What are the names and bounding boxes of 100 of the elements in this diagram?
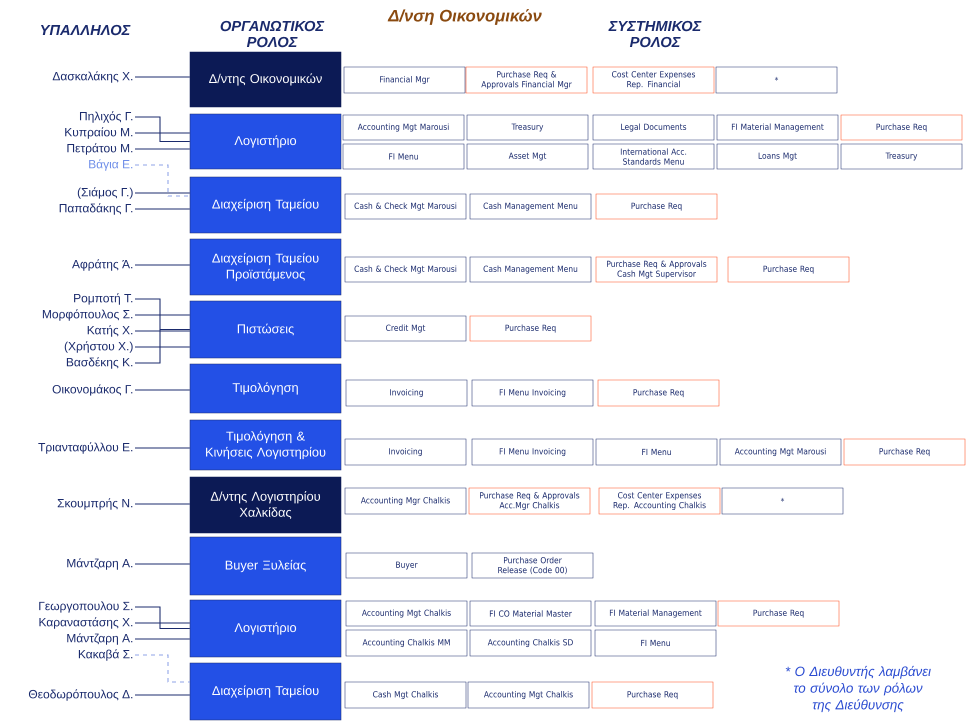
column-header: ΥΠΑΛΛΗΛΟΣ (40, 24, 131, 36)
connector-line (135, 563, 190, 565)
person-name: Τριανταφύλλου Ε. (38, 442, 132, 454)
system-role-box: * (716, 66, 838, 94)
system-role-box: Cost Center Expenses Rep. Financial (592, 66, 714, 94)
connector-line (135, 654, 190, 683)
person-name: Πετράτου Μ. (67, 143, 132, 155)
person-name: Πηλιχός Γ. (80, 111, 132, 123)
system-role-box: FI CO Material Master (470, 600, 592, 626)
person-name: (Σιάμος Γ.) (78, 187, 133, 199)
system-role-box: Credit Mgt (344, 316, 466, 342)
system-role-box: Accounting Mgt Marousi (720, 438, 842, 466)
system-role-box: Cash & Check Mgt Marousi (344, 194, 466, 220)
person-name: Οικονομάκος Γ. (52, 384, 132, 396)
system-role-box: FI Menu (342, 144, 464, 170)
system-role-box: FI Menu (596, 438, 718, 466)
system-role-box: Purchase Req & Approvals Financial Mgr (466, 66, 588, 94)
system-role-box: FI Material Management (716, 114, 838, 140)
system-role-box: Purchase Req (592, 682, 714, 708)
connector-line (135, 148, 190, 150)
person-name: Κατής Χ. (88, 325, 132, 337)
person-name: Κακαβά Σ. (78, 649, 132, 661)
system-role-box: FI Menu Invoicing (472, 380, 594, 406)
system-role-box: Purchase Req & Approvals Acc.Mgr Chalkis (468, 488, 590, 514)
system-role-box: Treasury (466, 114, 588, 140)
system-role-box: Accounting Chalkis SD (470, 630, 592, 656)
person-name: Γεωργοπουλου Σ. (39, 601, 132, 613)
connector-line (135, 314, 190, 316)
title: Δ/νση Οικονομικών (388, 9, 542, 25)
system-role-box: Financial Mgr (344, 66, 466, 94)
connector-line (135, 208, 190, 210)
connector-line (135, 606, 190, 630)
system-role-box: * (722, 488, 844, 514)
system-role-box: Invoicing (346, 380, 468, 406)
person-name: Μάντζαρη Α. (67, 558, 132, 570)
system-role-box: Purchase Order Release (Code 00) (472, 552, 594, 578)
system-role-box: Loans Mgt (716, 144, 838, 170)
column-header: ΟΡΓΑΝΩΤΙΚΟΣ ΡΟΛΟΣ (220, 20, 324, 48)
system-role-box: Treasury (840, 144, 962, 170)
connector-line (135, 638, 190, 640)
column-header: ΣΥΣΤΗΜΙΚΟΣ ΡΟΛΟΣ (608, 20, 702, 48)
system-role-box: Cost Center Expenses Rep. Accounting Chalkis (598, 488, 720, 514)
system-role-box: Purchase Req (728, 256, 850, 282)
role-box: Λογιστήριο (190, 114, 342, 170)
system-role-box: Accounting Mgt Chalkis (468, 682, 590, 708)
connector-line (135, 330, 190, 332)
connector-line (135, 164, 190, 197)
system-role-box: Buyer (346, 552, 468, 578)
system-role-box: Legal Documents (592, 114, 714, 140)
person-name: Καραναστάσης Χ. (39, 617, 132, 629)
role-box: Δ/ντης Οικονομικών (190, 52, 342, 108)
person-name: Κυπραίου Μ. (65, 127, 132, 139)
system-role-box: Cash Management Menu (470, 194, 592, 220)
system-role-box: Purchase Req (844, 438, 966, 466)
system-role-box: Purchase Req (596, 194, 718, 220)
connector-line (135, 694, 190, 696)
person-name: Βάγια Ε. (89, 159, 132, 171)
connector-line (135, 76, 190, 78)
footnote: * Ο Διευθυντής λαμβάνει το σύνολο των ρόλων της Διεύθυνσης (786, 666, 931, 712)
system-role-box: Asset Mgt (466, 144, 588, 170)
role-box: Δ/ντης Λογιστηρίου Χαλκίδας (190, 476, 342, 534)
system-role-box: Accounting Chalkis MM (346, 630, 468, 656)
connector-line (135, 192, 190, 194)
connector-line (135, 264, 190, 266)
person-name: Βασδέκης Κ. (66, 357, 132, 369)
person-name: Σκουμπρής Ν. (58, 498, 132, 510)
person-name: Παπαδάκης Γ. (60, 203, 132, 215)
person-name: (Χρήστου Χ.) (64, 341, 133, 353)
system-role-box: Accounting Mgr Chalkis (344, 488, 466, 514)
system-role-box: Purchase Req (470, 316, 592, 342)
system-role-box: Cash Management Menu (470, 256, 592, 282)
system-role-box: Purchase Req (718, 600, 840, 626)
role-box: Buyer Ξυλείας (190, 536, 342, 596)
role-box: Τιμολόγηση (190, 364, 342, 414)
connector-line (135, 346, 190, 348)
person-name: Μάντζαρη Α. (67, 633, 132, 645)
person-name: Ρομποτή Τ. (74, 293, 132, 305)
role-box: Λογιστήριο (190, 600, 342, 658)
role-box: Διαχείριση Ταμείου Προϊστάμενος (190, 238, 342, 296)
system-role-box: Cash & Check Mgt Marousi (344, 256, 466, 282)
system-role-box: Purchase Req (840, 114, 962, 140)
role-box: Πιστώσεις (190, 300, 342, 358)
system-role-box: FI Material Management (594, 600, 716, 626)
system-role-box: Invoicing (344, 438, 466, 466)
connector-line (135, 622, 190, 624)
connector-line (135, 389, 190, 391)
role-box: Διαχείριση Ταμείου (190, 176, 342, 234)
connector-line (135, 503, 190, 505)
system-role-box: Purchase Req & Approvals Cash Mgt Supervisor (596, 256, 718, 282)
system-role-box: International Acc. Standards Menu (592, 144, 714, 170)
system-role-box: Accounting Mgt Chalkis (346, 600, 468, 626)
system-role-box: Purchase Req (598, 380, 720, 406)
system-role-box: FI Menu (594, 630, 716, 656)
person-name: Μορφόπουλος Σ. (42, 309, 132, 321)
role-box: Διαχείριση Ταμείου (190, 662, 342, 720)
person-name: Δασκαλάκης Χ. (52, 71, 132, 83)
system-role-box: Cash Mgt Chalkis (344, 682, 466, 708)
system-role-box: FI Menu Invoicing (472, 438, 594, 466)
role-box: Τιμολόγηση & Κινήσεις Λογιστηρίου (190, 420, 342, 470)
person-name: Θεοδωρόπουλος Δ. (28, 689, 132, 701)
